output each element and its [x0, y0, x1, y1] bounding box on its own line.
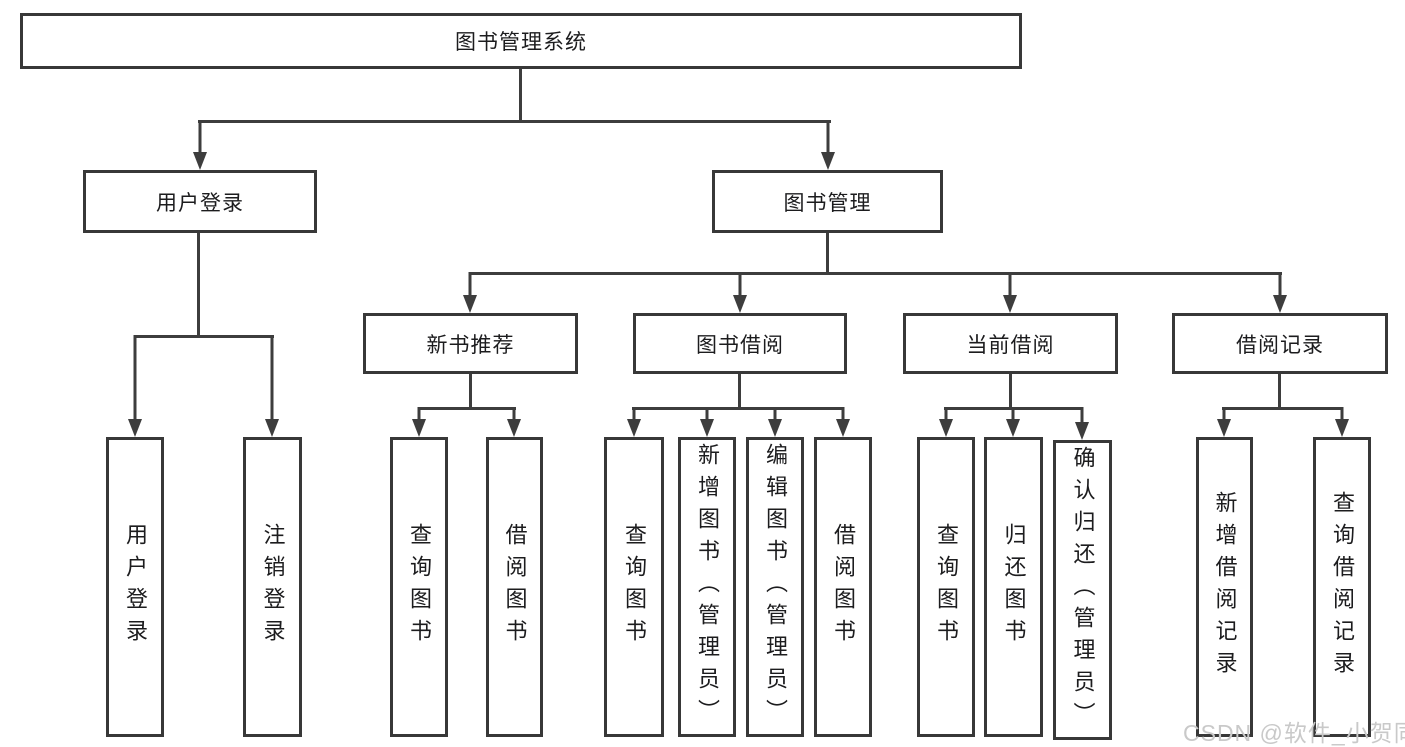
leaf-borrow-borrow-books-label: 借阅图书 — [831, 523, 856, 651]
arrow-to-book-borrow — [733, 272, 747, 313]
node-borrow-records: 借阅记录 — [1172, 313, 1388, 374]
connector-records-hline — [1222, 407, 1343, 410]
arrow-to-newrec-query — [412, 407, 426, 437]
arrow-to-records-query — [1335, 407, 1349, 437]
arrow-to-borrow-borrow — [836, 407, 850, 437]
node-current-borrow-label: 当前借阅 — [966, 333, 1055, 357]
leaf-borrow-borrow-books: 借阅图书 — [814, 437, 872, 737]
arrow-to-current-query — [939, 407, 953, 437]
leaf-current-confirm-return-admin-label: 确认归还（管理员） — [1070, 446, 1096, 734]
leaf-current-query-books-label: 查询图书 — [934, 523, 959, 651]
leaf-current-return-books: 归还图书 — [984, 437, 1043, 737]
arrow-to-current-return — [1006, 407, 1020, 437]
leaf-borrow-edit-books-admin: 编辑图书（管理员） — [746, 437, 804, 737]
connector-root-hline — [198, 120, 831, 123]
leaf-logout: 注销登录 — [243, 437, 302, 737]
leaf-current-confirm-return-admin: 确认归还（管理员） — [1053, 440, 1112, 740]
leaf-borrow-add-books-admin: 新增图书（管理员） — [678, 437, 736, 737]
connector-newrec-stub — [469, 374, 472, 407]
arrow-to-book-mgmt — [821, 120, 835, 170]
node-new-book-recommend-label: 新书推荐 — [426, 333, 515, 357]
csdn-watermark: CSDN @软件_小贺同学 — [1183, 720, 1405, 746]
arrow-to-records-add — [1217, 407, 1231, 437]
arrow-to-newrec-borrow — [507, 407, 521, 437]
connector-newrec-hline — [418, 407, 516, 410]
leaf-borrow-add-books-admin-label: 新增图书（管理员） — [695, 443, 720, 731]
leaf-borrow-query-books-label: 查询图书 — [622, 523, 647, 651]
arrow-to-leaf-logout — [265, 335, 279, 437]
leaf-newrec-borrow-books: 借阅图书 — [486, 437, 543, 737]
connector-borrow-stub — [738, 374, 741, 407]
node-current-borrow: 当前借阅 — [903, 313, 1118, 374]
arrow-to-borrow-query — [627, 407, 641, 437]
arrow-to-new-book-recommend — [463, 272, 477, 313]
node-library-system-label: 图书管理系统 — [455, 31, 587, 54]
connector-login-hline — [134, 335, 274, 338]
node-new-book-recommend: 新书推荐 — [363, 313, 578, 374]
node-book-borrow-label: 图书借阅 — [696, 333, 784, 357]
node-book-mgmt-label: 图书管理 — [783, 191, 872, 215]
node-user-login: 用户登录 — [83, 170, 317, 233]
arrow-to-user-login — [193, 120, 207, 170]
leaf-user-login-label: 用户登录 — [123, 523, 148, 651]
connector-root-stub — [519, 69, 522, 120]
node-book-mgmt: 图书管理 — [712, 170, 943, 233]
node-library-system: 图书管理系统 — [20, 13, 1022, 69]
leaf-newrec-query-books-label: 查询图书 — [407, 523, 432, 651]
arrow-to-borrow-add — [700, 407, 714, 437]
connector-login-stub — [197, 233, 200, 335]
leaf-newrec-borrow-books-label: 借阅图书 — [502, 523, 528, 651]
connector-current-stub — [1009, 374, 1012, 407]
node-user-login-label: 用户登录 — [156, 191, 244, 215]
node-borrow-records-label: 借阅记录 — [1236, 333, 1324, 357]
connector-mgmt-stub — [826, 233, 829, 272]
leaf-logout-label: 注销登录 — [260, 523, 286, 651]
leaf-borrow-query-books: 查询图书 — [604, 437, 664, 737]
arrow-to-current-confirm — [1075, 407, 1089, 440]
leaf-records-add-record: 新增借阅记录 — [1196, 437, 1253, 737]
leaf-user-login: 用户登录 — [106, 437, 164, 737]
arrow-to-current-borrow — [1003, 272, 1017, 313]
leaf-newrec-query-books: 查询图书 — [390, 437, 448, 737]
arrow-to-borrow-records — [1273, 272, 1287, 313]
leaf-current-return-books-label: 归还图书 — [1001, 523, 1027, 651]
leaf-current-query-books: 查询图书 — [917, 437, 975, 737]
connector-borrow-hline — [632, 407, 844, 410]
leaf-records-query-record-label: 查询借阅记录 — [1330, 491, 1355, 683]
arrow-to-leaf-user-login — [128, 335, 142, 437]
leaf-records-add-record-label: 新增借阅记录 — [1212, 491, 1238, 683]
connector-mgmt-hline — [469, 272, 1282, 275]
connector-records-stub — [1278, 374, 1281, 407]
leaf-borrow-edit-books-admin-label: 编辑图书（管理员） — [763, 443, 788, 731]
leaf-records-query-record: 查询借阅记录 — [1313, 437, 1371, 737]
node-book-borrow: 图书借阅 — [633, 313, 847, 374]
arrow-to-borrow-edit — [768, 407, 782, 437]
